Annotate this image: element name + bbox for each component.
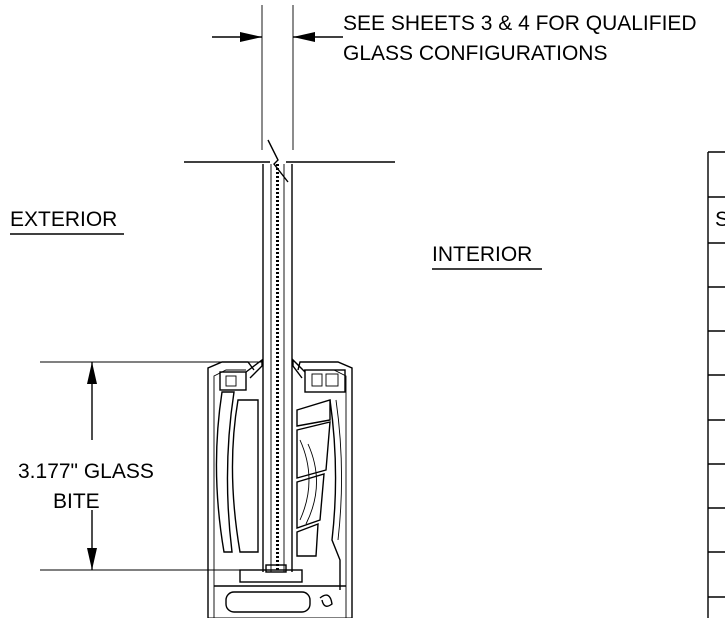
glass-panel — [262, 164, 293, 572]
interior-label: INTERIOR — [432, 243, 532, 266]
glass-note-line1: SEE SHEETS 3 & 4 FOR QUALIFIED — [343, 12, 697, 35]
exterior-label: EXTERIOR — [10, 208, 117, 231]
base-shoe-profile — [207, 358, 353, 618]
partial-table: S — [707, 151, 725, 618]
glass-bite-label-line1: 3.177" GLASS — [18, 460, 154, 483]
glass-bite-label-line2: BITE — [53, 490, 100, 513]
table-partial-header: S — [715, 208, 725, 231]
break-line — [184, 139, 395, 183]
glass-note-line2: GLASS CONFIGURATIONS — [343, 42, 607, 65]
glass-thickness-dimension — [212, 5, 343, 150]
